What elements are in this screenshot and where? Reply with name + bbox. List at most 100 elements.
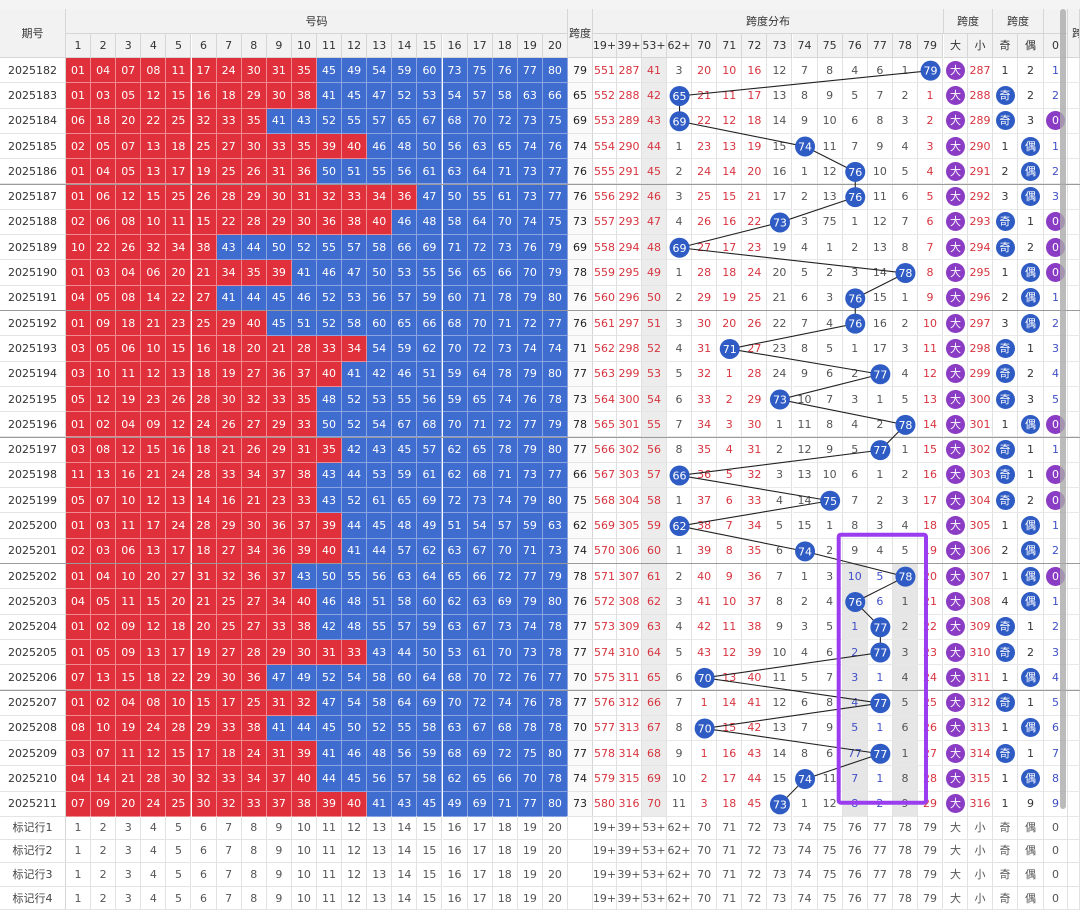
ball-cell: 33 xyxy=(241,791,267,817)
group-separator xyxy=(0,183,1080,185)
span-dist-cell: 2 xyxy=(867,488,893,514)
span-dist-cell: 11 xyxy=(717,614,743,640)
ball-cell: 02 xyxy=(66,209,92,236)
cut-cell xyxy=(1068,614,1080,640)
ball-cell: 45 xyxy=(342,766,368,792)
cut-cell xyxy=(1068,58,1080,84)
marker-ball-cell: 4 xyxy=(141,839,167,864)
marker-ball-cell: 16 xyxy=(442,863,468,887)
ball-cell: 22 xyxy=(166,285,192,311)
ball-cell: 05 xyxy=(91,285,117,311)
big-badge: 大 xyxy=(946,136,965,156)
small-count-cell: 303 xyxy=(968,462,993,489)
ball-cell: 01 xyxy=(66,513,92,539)
span-dist-cell: 6 xyxy=(792,690,818,716)
small-count-cell: 310 xyxy=(968,639,993,666)
marker-dist-cell: 19+ xyxy=(593,886,617,911)
ball-cell: 38 xyxy=(291,462,317,489)
span-dist-cell: 5 xyxy=(842,83,868,109)
even-cell: 偶 xyxy=(1018,538,1044,564)
group-separator xyxy=(0,436,1080,438)
parity-count: 1 xyxy=(1001,266,1009,280)
marker-ball-cell: 4 xyxy=(141,863,167,887)
marker-dist-cell: 78 xyxy=(892,886,918,911)
parity-badge: 偶 xyxy=(1021,591,1040,611)
ball-col-header: 1 xyxy=(66,34,92,58)
ball-cell: 62 xyxy=(417,538,443,564)
zero-cell: 5 xyxy=(1044,690,1068,716)
ball-col-header: 4 xyxy=(141,34,167,58)
span-dist-cell: 7 xyxy=(867,83,893,109)
cumulative-cell: 562 xyxy=(593,336,617,362)
ball-col-header: 12 xyxy=(342,34,368,58)
span-dist-cell: 45 xyxy=(742,791,768,817)
span-dist-cell: 10 xyxy=(767,639,793,666)
marker-dist-cell: 75 xyxy=(817,863,843,887)
parity-count: 3 xyxy=(1027,392,1034,406)
ball-cell: 07 xyxy=(116,58,142,84)
span-dist-cell: 8 xyxy=(792,336,818,362)
odd-cell: 1 xyxy=(993,766,1018,792)
odd-cell: 奇 xyxy=(993,209,1018,236)
span-value-cell: 74 xyxy=(568,766,593,792)
ball-cell: 78 xyxy=(542,614,568,640)
ball-cell: 10 xyxy=(141,336,167,362)
big-badge: 大 xyxy=(946,364,965,384)
ball-cell: 31 xyxy=(266,741,292,767)
ball-cell: 32 xyxy=(241,386,267,413)
ball-cell: 01 xyxy=(66,159,92,185)
ball-cell: 08 xyxy=(91,437,117,463)
span-dist-cell: 9 xyxy=(667,741,693,767)
ball-cell: 12 xyxy=(141,614,167,640)
cumulative-cell: 557 xyxy=(593,209,617,236)
ball-cell: 08 xyxy=(141,58,167,84)
span-dist-cell: 1 xyxy=(892,285,918,311)
ball-cell: 13 xyxy=(141,538,167,564)
span-dist-cell: 77 xyxy=(867,639,893,666)
ball-cell: 41 xyxy=(266,108,292,134)
ball-cell: 01 xyxy=(66,260,92,286)
parity-badge: 奇 xyxy=(995,389,1015,409)
cumulative-cell: 313 xyxy=(617,715,642,742)
ball-cell: 78 xyxy=(542,690,568,716)
cumulative-cell: 48 xyxy=(642,235,667,261)
cumulative-cell: 572 xyxy=(593,589,617,615)
span-dist-cell: 12 xyxy=(817,791,843,817)
ball-cell: 18 xyxy=(216,83,242,109)
vertical-scrollbar[interactable] xyxy=(1060,9,1066,809)
span-dist-cell: 6 xyxy=(817,639,843,666)
ball-cell: 33 xyxy=(317,336,343,362)
marker-ball-cell: 7 xyxy=(216,886,242,911)
marker-ball-cell: 18 xyxy=(492,863,518,887)
ball-cell: 39 xyxy=(266,260,292,286)
ball-cell: 03 xyxy=(66,741,92,767)
ball-cell: 67 xyxy=(392,412,418,438)
cumulative-cell: 43 xyxy=(642,108,667,134)
ball-cell: 73 xyxy=(517,184,543,210)
ball-cell: 78 xyxy=(492,361,518,387)
ball-cell: 31 xyxy=(317,639,343,666)
period-cell: 2025182 xyxy=(0,58,66,84)
cut-cell xyxy=(1068,311,1080,337)
ball-cell: 06 xyxy=(91,209,117,236)
ball-cell: 66 xyxy=(467,564,493,590)
odd-cell: 4 xyxy=(993,589,1018,615)
ball-cell: 44 xyxy=(317,766,343,792)
ball-cell: 54 xyxy=(367,412,393,438)
ball-cell: 59 xyxy=(417,285,443,311)
big-badge: 大 xyxy=(946,440,965,460)
cut-cell xyxy=(1068,260,1080,286)
span-dist-cell: 3 xyxy=(842,665,868,691)
marker-row-label: 标记行2 xyxy=(0,839,66,864)
span-dist-cell: 17 xyxy=(918,488,944,514)
big-badge: 大 xyxy=(946,516,965,536)
ball-cell: 71 xyxy=(492,159,518,185)
ball-cell: 29 xyxy=(191,665,217,691)
ball-cell: 24 xyxy=(191,412,217,438)
small-count-cell: 312 xyxy=(968,690,993,716)
span-dist-cell: 13 xyxy=(717,665,743,691)
ball-cell: 43 xyxy=(216,235,242,261)
marker-ball-cell: 11 xyxy=(317,886,343,911)
parity-count: 2 xyxy=(1001,164,1009,178)
ball-cell: 52 xyxy=(317,665,343,691)
